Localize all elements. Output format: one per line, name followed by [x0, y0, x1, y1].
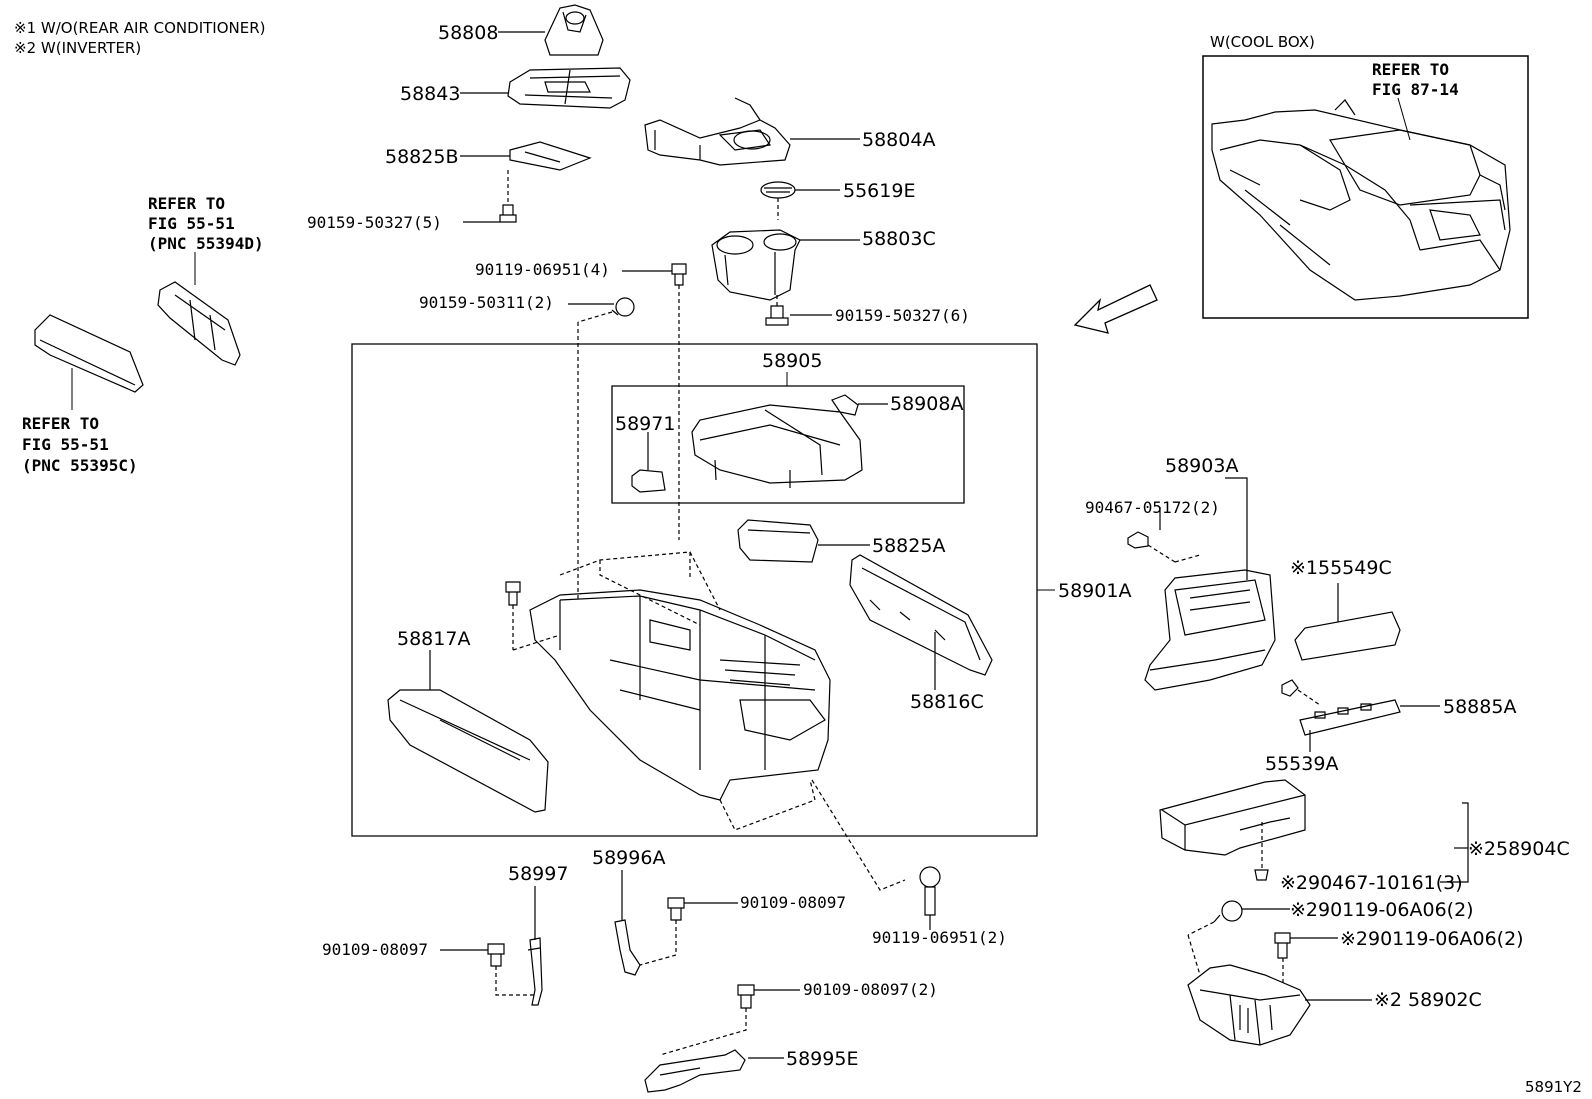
label-58803C: 58803C [862, 228, 936, 250]
button-58971-drawing [632, 470, 665, 492]
assembly-boundary-box [352, 344, 1037, 836]
label-58808: 58808 [438, 22, 498, 44]
cup-holder-58803C-drawing [712, 230, 800, 300]
label-90109-08097-left: 90109-08097 [322, 940, 428, 959]
direction-arrow [1075, 285, 1157, 333]
label-58816C: 58816C [910, 691, 984, 713]
label-58903A: 58903A [1165, 455, 1238, 477]
bolt-inside-left-drawing [506, 582, 520, 605]
inset-refer-line2: FIG 87-14 [1372, 80, 1459, 99]
label-90119-06A06-upper: ※290119-06A06(2) [1290, 899, 1474, 921]
label-90109-08097-2: 90109-08097(2) [803, 980, 938, 999]
shift-boot-58808-drawing [545, 5, 603, 55]
bolt-90119-4-drawing [672, 264, 686, 285]
tray-58825A-drawing [738, 520, 818, 562]
console-body-drawing [530, 590, 830, 800]
label-90119-06951-2: 90119-06951(2) [872, 928, 1007, 947]
side-panel-58817A-drawing [388, 690, 548, 812]
cool-box-inset: W(COOL BOX) REFER TO FIG 87-14 [1203, 33, 1528, 318]
bolt-90119-06A06-lower-drawing [1275, 933, 1290, 958]
panel-58903A-drawing [1145, 570, 1275, 690]
refer-bottom-line1: REFER TO [22, 414, 99, 433]
label-58825B: 58825B [385, 146, 458, 168]
clip-90467-10161-drawing [1255, 870, 1268, 880]
label-90119-06A06-lower: ※290119-06A06(2) [1340, 928, 1524, 950]
bracket-58996A-drawing [615, 920, 640, 975]
label-55549C: ※155549C [1290, 557, 1392, 579]
refer-top-line3: (PNC 55394D) [148, 234, 264, 253]
bolt-90159-6-drawing [766, 306, 788, 325]
bracket-58995E-drawing [645, 1050, 745, 1092]
label-58804A: 58804A [862, 129, 935, 151]
bracket-55394D-drawing [158, 282, 240, 365]
label-58997: 58997 [508, 863, 568, 885]
bracket-58902C-drawing [1188, 965, 1310, 1045]
label-90159-50327-5: 90159-50327(5) [307, 213, 442, 232]
armrest-subassembly-box [612, 386, 964, 503]
label-90467-05172-2: 90467-05172(2) [1085, 498, 1220, 517]
armrest-lid-58905-drawing [692, 405, 862, 488]
label-58908A: 58908A [890, 393, 963, 415]
label-58904C: ※258904C [1468, 838, 1570, 860]
cool-box-console-drawing [1212, 100, 1510, 300]
label-58825A: 58825A [872, 535, 945, 557]
bolt-90159-5-drawing [500, 205, 516, 222]
note-rear-air-conditioner: ※1 W/O(REAR AIR CONDITIONER) [14, 19, 266, 37]
refer-bottom-line3: (PNC 55395C) [22, 456, 138, 475]
switch-plate-58885A-drawing [1300, 700, 1400, 735]
refer-bottom-line2: FIG 55-51 [22, 435, 109, 454]
inset-title: W(COOL BOX) [1210, 33, 1315, 51]
label-90109-08097-middle: 90109-08097 [740, 893, 846, 912]
inverter-58904C-drawing [1160, 780, 1305, 855]
panel-58804A-drawing [645, 98, 790, 165]
frame-58816C-drawing [850, 555, 992, 675]
bracket-58997-drawing [528, 938, 542, 1005]
label-58885A: 58885A [1443, 696, 1516, 718]
label-90159-50327-6: 90159-50327(6) [835, 306, 970, 325]
screw-90159-50311-drawing [612, 298, 634, 316]
bolt-90119-06A06-upper-drawing [1214, 901, 1242, 922]
tray-58825B-drawing [510, 142, 590, 170]
note-inverter: ※2 W(INVERTER) [14, 39, 141, 57]
bolt-90109-08097-left-drawing [488, 944, 504, 966]
label-58901A: 58901A [1058, 580, 1131, 602]
panel-55395C-drawing [35, 315, 143, 392]
bolt-90119-06951-2-drawing [920, 867, 940, 915]
clip-58908A-drawing [832, 395, 858, 415]
bolt-90109-08097-2-drawing [738, 985, 754, 1008]
switch-55539A-drawing [1282, 680, 1298, 696]
label-58843: 58843 [400, 83, 460, 105]
refer-top-line1: REFER TO [148, 194, 225, 213]
clip-90467-05172-drawing [1128, 532, 1148, 548]
bezel-58843-drawing [508, 68, 630, 108]
mat-55619E-drawing [761, 182, 795, 198]
diagram-code: 5891Y2 [1525, 1078, 1582, 1096]
label-90159-50311-2: 90159-50311(2) [419, 293, 554, 312]
label-58902C: ※2 58902C [1374, 989, 1482, 1011]
refer-top-line2: FIG 55-51 [148, 214, 235, 233]
label-58905: 58905 [762, 350, 822, 372]
bolt-90109-08097-middle-drawing [668, 898, 684, 920]
cover-55549C-drawing [1295, 612, 1400, 660]
label-58817A: 58817A [397, 628, 470, 650]
label-58971: 58971 [615, 413, 675, 435]
inset-refer-line1: REFER TO [1372, 60, 1449, 79]
label-90119-06951-4: 90119-06951(4) [475, 260, 610, 279]
label-90467-10161-3: ※290467-10161(3) [1280, 872, 1463, 894]
label-55619E: 55619E [843, 180, 915, 202]
label-58996A: 58996A [592, 847, 665, 869]
label-58995E: 58995E [786, 1048, 858, 1070]
label-55539A: 55539A [1265, 753, 1338, 775]
